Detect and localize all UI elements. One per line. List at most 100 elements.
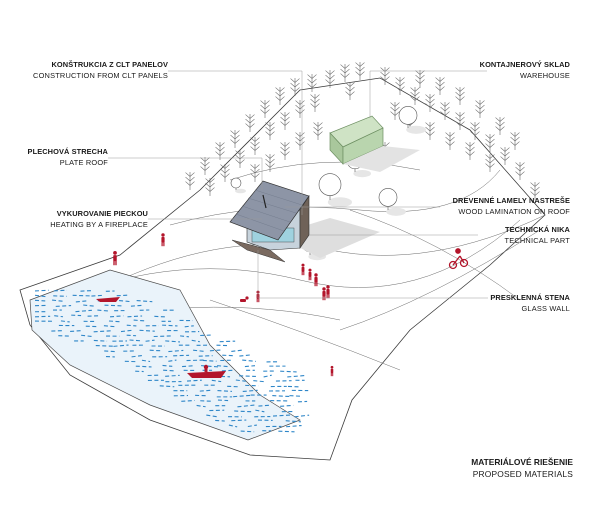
- water-dash: [130, 304, 144, 307]
- label-en: WOOD LAMINATION ON ROOF: [458, 207, 570, 216]
- bare-tree-icon: [345, 82, 355, 100]
- lake: [29, 269, 310, 441]
- water-dash: [97, 309, 109, 312]
- person-figure: [113, 251, 117, 266]
- water-dash: [80, 290, 93, 292]
- water-dash: [240, 430, 255, 433]
- bare-tree-icon: [280, 112, 290, 130]
- bare-tree-icon: [475, 100, 485, 118]
- bare-tree-icon: [455, 112, 465, 130]
- label-en: CONSTRUCTION FROM CLT PANELS: [33, 71, 168, 80]
- water-dash: [54, 315, 64, 318]
- label-en: TECHNICAL PART: [504, 236, 570, 245]
- title-sk: MATERIÁLOVÉ RIEŠENIE: [471, 457, 573, 467]
- water-dash: [280, 370, 297, 373]
- diagram-title: MATERIÁLOVÉ RIEŠENIE PROPOSED MATERIALS: [400, 456, 573, 480]
- water-dash: [52, 299, 65, 302]
- water-dash: [209, 349, 221, 352]
- label-technical-part: TECHNICKÁ NIKA TECHNICAL PART: [420, 224, 570, 246]
- water-dash: [34, 289, 49, 292]
- round-tree-icon: [230, 177, 246, 194]
- water-dash: [153, 335, 171, 338]
- water-dash: [289, 395, 301, 397]
- label-en: GLASS WALL: [521, 304, 570, 313]
- water-dash: [127, 315, 143, 318]
- water-dash: [231, 349, 243, 352]
- label-sk: PRESKLENNÁ STENA: [490, 293, 570, 302]
- water-dash: [72, 294, 91, 297]
- water-dash: [162, 324, 178, 327]
- person-figure: [161, 233, 165, 247]
- water-dash: [104, 304, 123, 307]
- water-dash: [242, 359, 256, 362]
- water-dash: [219, 340, 236, 343]
- water-dash: [108, 320, 122, 323]
- boats: [96, 297, 226, 378]
- bare-tree-icon: [410, 87, 420, 105]
- bare-tree-icon: [290, 78, 300, 96]
- bare-tree-icon: [205, 178, 215, 196]
- water-dash: [55, 304, 72, 307]
- bare-tree-icon: [390, 102, 400, 120]
- water-dash: [34, 315, 51, 318]
- label-sk: VYKUROVANIE PIECKOU: [56, 209, 148, 218]
- water-dash: [181, 399, 195, 402]
- water-dash: [239, 375, 256, 378]
- water-dash: [104, 350, 115, 353]
- water-dash: [201, 365, 219, 368]
- water-dash: [131, 355, 142, 358]
- water-dash: [93, 330, 112, 333]
- water-dash: [263, 374, 272, 378]
- label-fireplace-heating: VYKUROVANIE PIECKOU HEATING BY A FIREPLA…: [10, 208, 148, 230]
- bare-tree-icon: [215, 142, 225, 160]
- bare-tree-icon: [395, 77, 405, 95]
- bare-tree-icon: [250, 164, 260, 182]
- label-sk: DREVENNÉ LAMELY NASTREŠE: [452, 196, 570, 205]
- person-figure: [308, 268, 312, 281]
- water-dash: [294, 414, 310, 418]
- bare-tree-icon: [250, 137, 260, 155]
- bare-tree-icon: [445, 132, 455, 150]
- dog-figure: [240, 296, 249, 302]
- water-dash: [95, 345, 114, 347]
- water-dash: [222, 354, 235, 357]
- label-warehouse: KONTAJNEROVÝ SKLAD WAREHOUSE: [420, 59, 570, 81]
- bare-tree-icon: [313, 122, 323, 140]
- water-dash: [253, 380, 266, 383]
- bare-tree-icon: [530, 182, 540, 200]
- label-sk: PLECHOVÁ STRECHA: [27, 147, 108, 156]
- water-dash: [180, 335, 189, 338]
- bare-tree-icon: [470, 122, 480, 140]
- cabin: [229, 180, 380, 263]
- water-dash: [206, 414, 217, 418]
- bare-tree-icon: [307, 74, 317, 92]
- bare-tree-icon: [295, 100, 305, 118]
- container-warehouse: [329, 115, 420, 172]
- bare-tree-icon: [380, 67, 390, 85]
- water-dash: [81, 334, 94, 338]
- bare-tree-icon: [455, 87, 465, 105]
- water-dash: [120, 329, 134, 333]
- water-dash: [186, 359, 205, 362]
- water-dash: [193, 349, 206, 353]
- water-dash: [162, 364, 173, 367]
- cyclist: [448, 248, 469, 270]
- label-en: HEATING BY A FIREPLACE: [50, 220, 148, 229]
- round-tree-icon: [378, 188, 406, 216]
- water-dash: [211, 379, 222, 383]
- water-dash: [129, 339, 143, 342]
- water-dash: [285, 420, 301, 423]
- water-dash: [228, 424, 238, 428]
- bare-tree-icon: [465, 142, 475, 160]
- water-dash: [53, 295, 67, 297]
- bare-tree-icon: [260, 100, 270, 118]
- bare-tree-icon: [340, 64, 350, 82]
- water-dash: [217, 365, 229, 368]
- water-dash: [272, 395, 290, 398]
- water-dash: [165, 340, 180, 343]
- bare-tree-icon: [500, 147, 510, 165]
- water-dash: [165, 374, 180, 377]
- water-dash: [287, 374, 306, 378]
- water-dash: [184, 325, 194, 328]
- bare-tree-icon: [435, 77, 445, 95]
